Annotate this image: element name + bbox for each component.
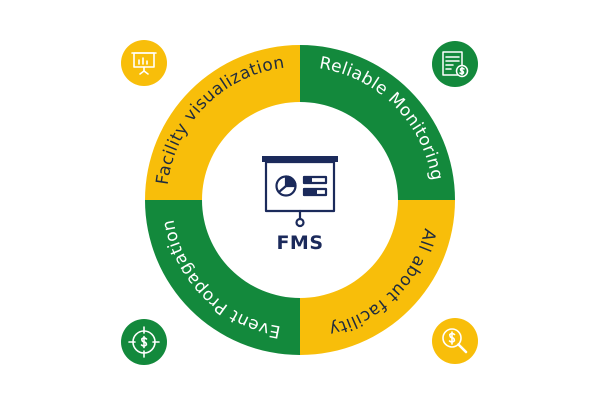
segment-all-about-facility bbox=[300, 200, 455, 355]
presentation-board-icon bbox=[262, 156, 338, 228]
dollar-target-icon bbox=[121, 319, 167, 365]
segment-event-propagation bbox=[145, 200, 300, 355]
certificate-dollar-icon bbox=[432, 41, 478, 87]
segment-facility-visualization bbox=[145, 45, 300, 200]
center-label: FMS bbox=[276, 232, 323, 254]
segment-reliable-monitoring bbox=[300, 45, 455, 200]
dollar-search-icon bbox=[432, 318, 478, 364]
presentation-chart-icon bbox=[121, 40, 167, 86]
